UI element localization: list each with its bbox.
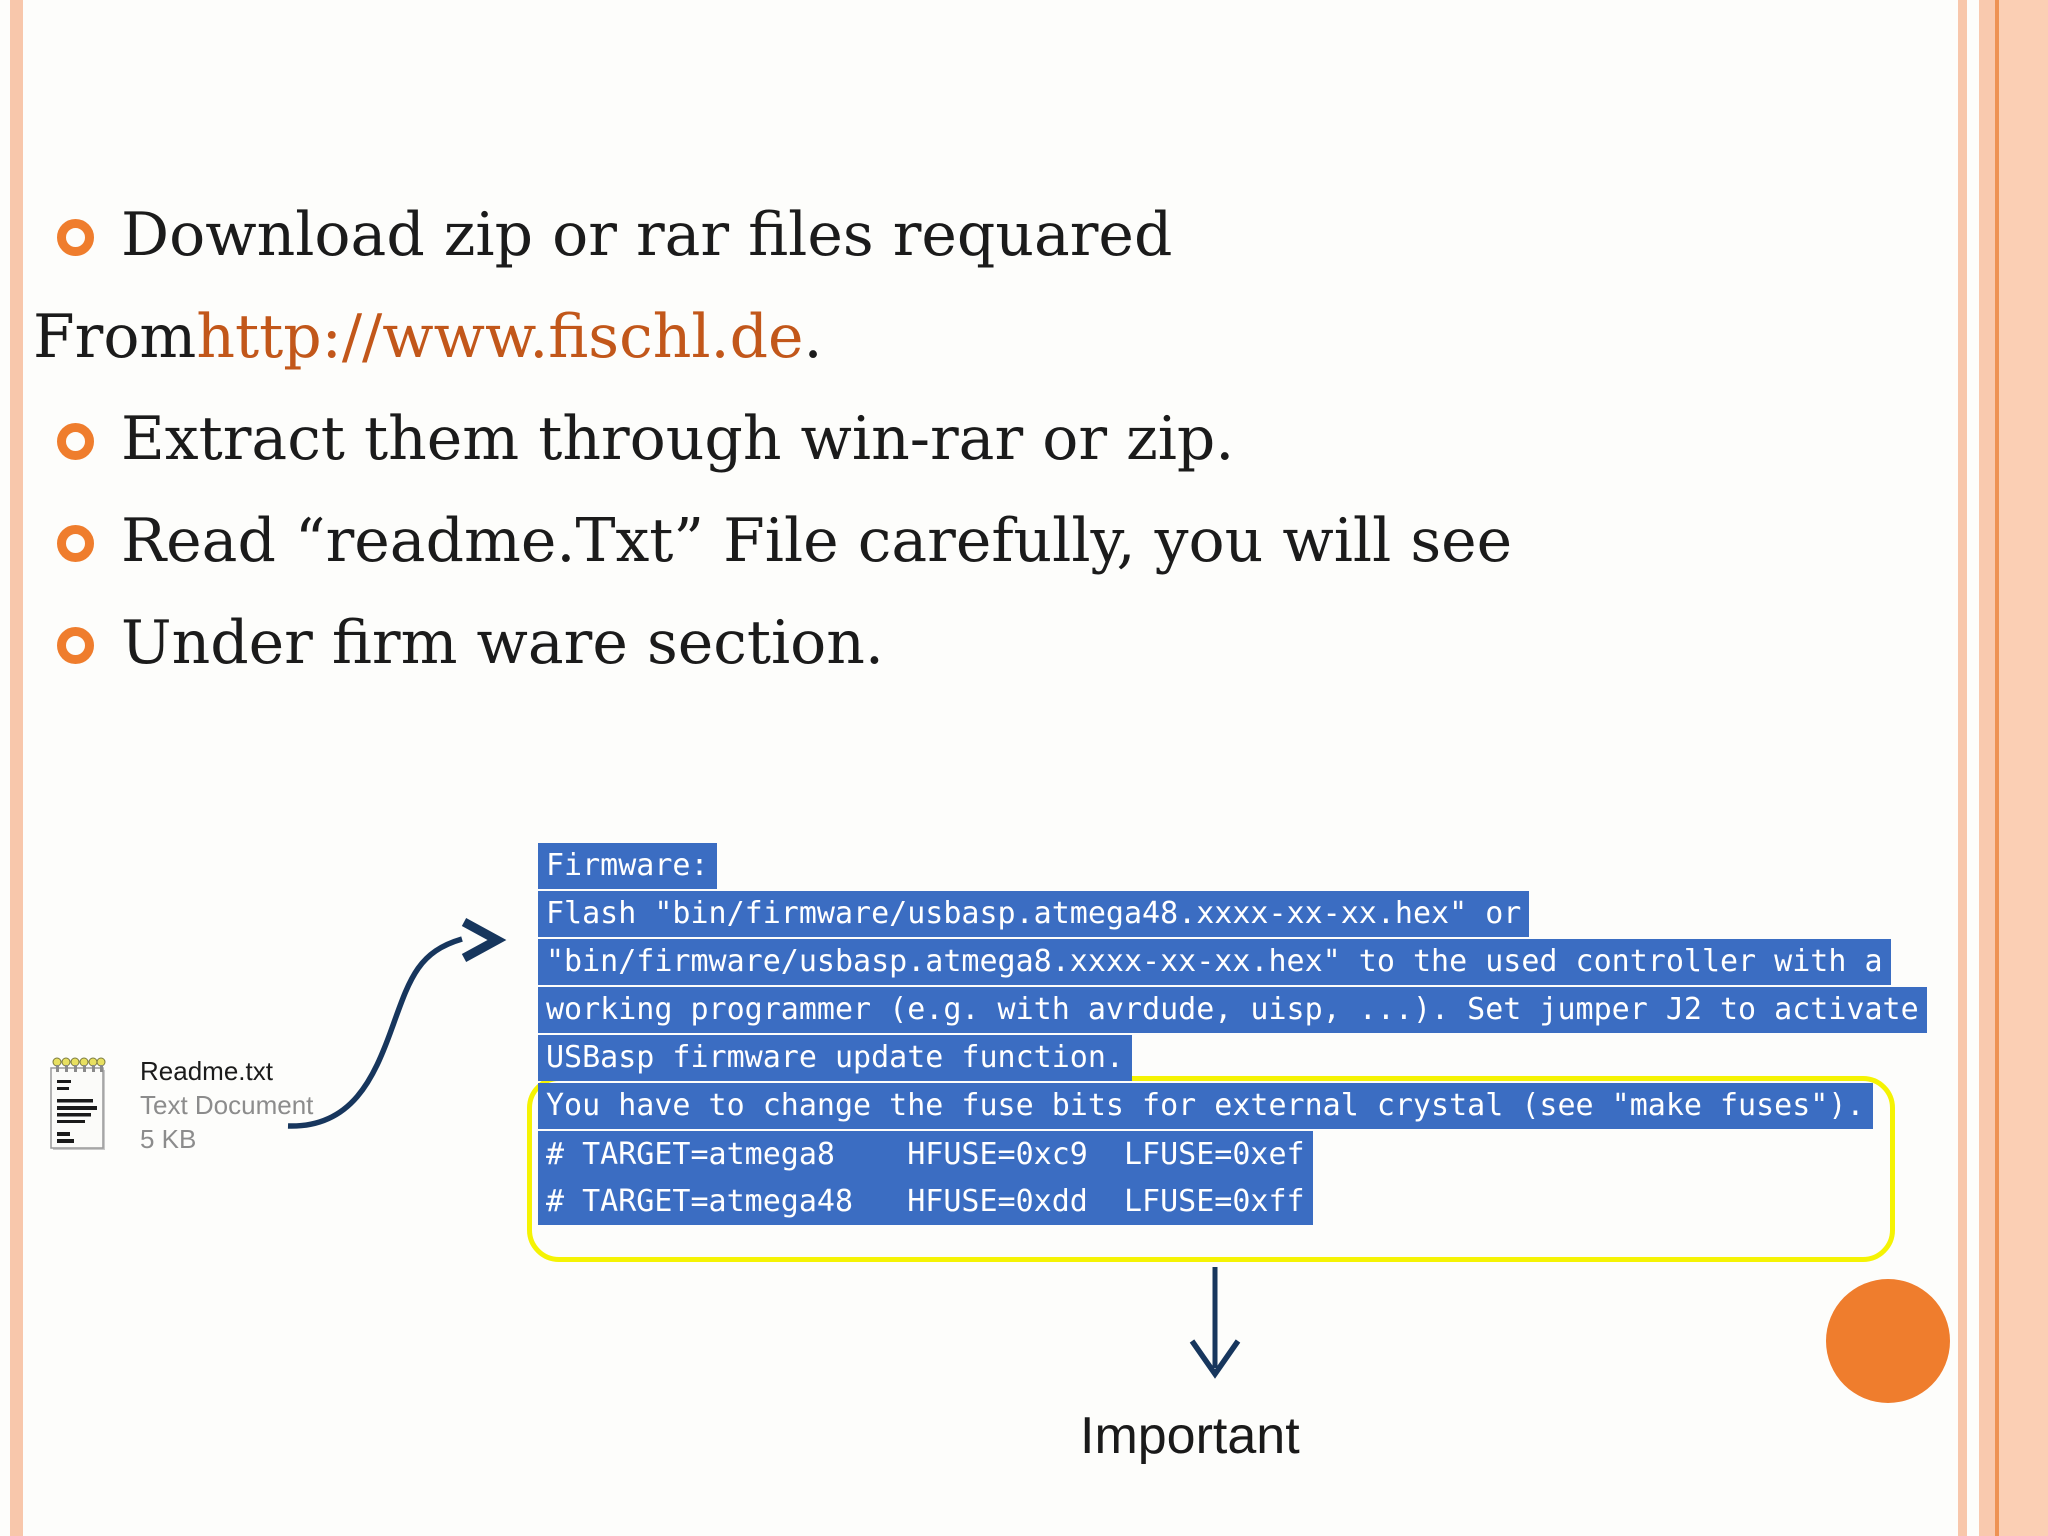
bullet-row: Download zip or rar files requared <box>33 184 1913 286</box>
spiral-binding <box>52 1057 106 1067</box>
bullet-row: Read “readme.Txt” File carefully, you wi… <box>33 490 1913 592</box>
file-name-label: Readme.txt <box>140 1056 273 1086</box>
left-border-stripe <box>10 0 23 1536</box>
text-document-icon <box>50 1057 106 1150</box>
bullet-text: Extract them through win-rar or zip. <box>121 404 1235 474</box>
code-line: Flash "bin/firmware/usbasp.atmega48.xxxx… <box>538 891 1927 939</box>
code-line: working programmer (e.g. with avrdude, u… <box>538 987 1927 1035</box>
continuation-row: From http://www.fischl.de . <box>33 286 1913 388</box>
down-arrow-head <box>1189 1339 1241 1379</box>
bullet-ring-icon <box>57 422 94 460</box>
code-line: # TARGET=atmega48 HFUSE=0xdd LFUSE=0xff <box>546 1184 1305 1219</box>
bullet-text: Read “readme.Txt” File carefully, you wi… <box>121 506 1513 576</box>
bullet-ring-icon <box>57 626 94 664</box>
bullet-text: Download zip or rar files requared <box>121 200 1173 270</box>
code-line: USBasp firmware update function. <box>538 1035 1927 1083</box>
bullet-row: Under firm ware section. <box>33 592 1913 694</box>
right-border-band <box>1979 0 1995 1536</box>
bullet-row: Extract them through win-rar or zip. <box>33 388 1913 490</box>
right-border-outer-band <box>1999 0 2048 1536</box>
from-text: From <box>33 302 197 372</box>
curved-arrow-head <box>461 918 507 962</box>
code-line: You have to change the fuse bits for ext… <box>538 1083 1927 1131</box>
bullet-text: Under firm ware section. <box>121 608 884 678</box>
right-border-thin-stripe <box>1958 0 1967 1536</box>
decorative-orange-circle <box>1826 1279 1950 1403</box>
curved-arrow-line <box>287 936 463 1129</box>
code-line: "bin/firmware/usbasp.atmega8.xxxx-xx-xx.… <box>538 939 1927 987</box>
period-text: . <box>803 302 823 372</box>
important-label: Important <box>1080 1407 1300 1465</box>
bullet-list: Download zip or rar files requared From … <box>33 184 1913 694</box>
file-size-label: 5 KB <box>140 1124 197 1154</box>
fuse-settings-lines: # TARGET=atmega8 HFUSE=0xc9 LFUSE=0xef #… <box>538 1131 1313 1225</box>
bullet-ring-icon <box>57 524 94 562</box>
fischl-link[interactable]: http://www.fischl.de <box>196 302 804 372</box>
bullet-ring-icon <box>57 218 94 256</box>
code-line: Firmware: <box>538 843 1927 891</box>
document-text-lines <box>57 1080 97 1143</box>
code-block: Firmware: Flash "bin/firmware/usbasp.atm… <box>538 843 1927 1225</box>
code-line: # TARGET=atmega8 HFUSE=0xc9 LFUSE=0xef <box>546 1137 1305 1172</box>
file-type-label: Text Document <box>140 1090 314 1120</box>
right-border-dark-line <box>1995 0 1999 1536</box>
important-outline-box <box>527 1076 1895 1262</box>
